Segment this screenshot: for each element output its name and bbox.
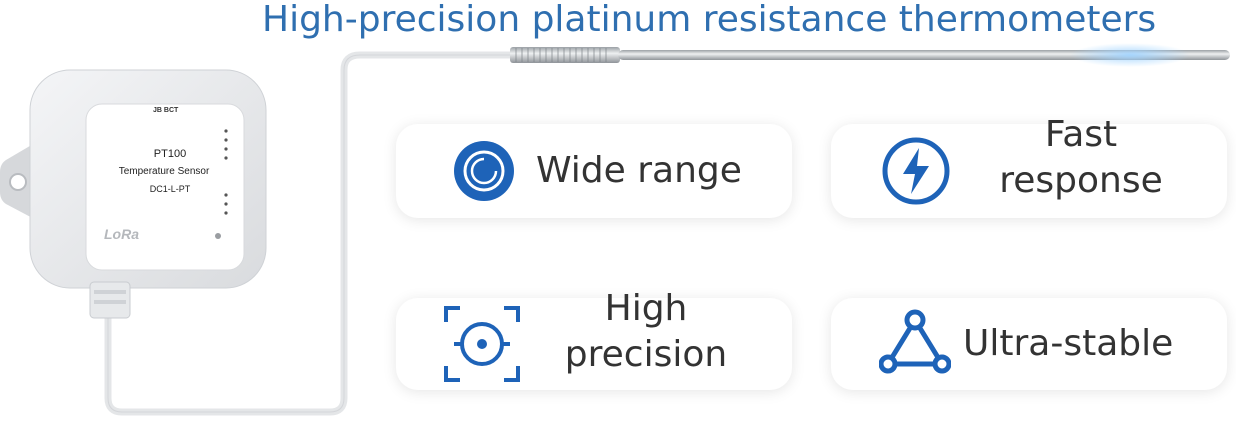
feature-label: Wide range xyxy=(536,150,742,191)
page-title: High-precision platinum resistance therm… xyxy=(262,0,1157,40)
feature-card-wide-range: Wide range xyxy=(396,124,792,218)
probe-rod xyxy=(510,43,1230,67)
feature-label: Fast response xyxy=(999,114,1163,201)
sensor-device xyxy=(0,69,267,319)
feature-label: High precision xyxy=(564,288,728,375)
feature-label: Ultra-stable xyxy=(963,323,1174,364)
device-type: Temperature Sensor xyxy=(118,166,210,177)
device-part-number: DC1-L-PT xyxy=(149,184,191,194)
lightning-icon xyxy=(882,137,950,205)
range-icon xyxy=(454,141,514,201)
precision-target-icon xyxy=(444,306,520,382)
device-model: PT100 xyxy=(153,148,187,160)
feature-card-fast-response: Fast response xyxy=(831,114,1227,218)
device-brand: JB BCT xyxy=(153,107,179,114)
feature-card-ultra-stable: Ultra-stable xyxy=(831,298,1227,390)
triangle-nodes-icon xyxy=(879,309,951,374)
lora-logo: LoRa xyxy=(104,226,139,242)
feature-card-high-precision: High precision xyxy=(396,288,792,390)
